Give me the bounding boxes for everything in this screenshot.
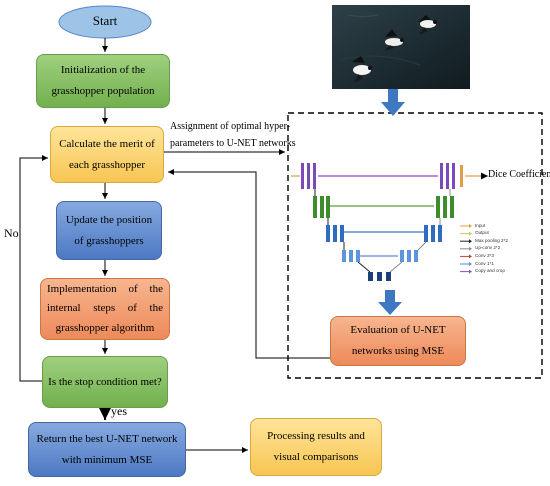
internal-box: Implementation of the internal steps of … [40,278,170,340]
unet-r2-bar-2 [443,196,447,218]
yes-label: yes [111,404,127,418]
arrow-eval-to-merit [168,169,330,359]
unet-output-bar [460,165,463,187]
legend-item-0: Input [475,222,486,228]
unet-r3-bar-2 [431,225,435,242]
arrow-no-loop [19,155,48,382]
legend-swatch-head-0 [469,224,472,228]
unet-up-2 [417,241,427,251]
unet-up-1 [389,261,403,273]
unet-l2-bar-2 [320,196,324,218]
legend-item-1: Output [475,230,489,236]
unet-pool-4 [357,261,371,273]
unet-l2-bar-1 [313,196,317,218]
no-label: No [4,226,19,240]
merit-box: Calculate the merit of each grasshopper [50,126,164,183]
unet-l1-bar-3 [313,163,316,189]
update-text: Update the position of grasshoppers [65,213,153,247]
bird-2 [384,29,404,51]
start-label: Start [92,13,118,28]
unet-l4-bar-3 [356,250,360,262]
unet-l4-bar-2 [349,250,353,262]
internal-text: Implementation of the internal steps of … [47,283,163,334]
unet-bottom-bar-1 [368,272,373,281]
unet-l1-bar-1 [301,163,304,189]
legend-swatch-head-6 [469,269,472,274]
bird-3 [352,56,372,83]
unet-r1-bar-3 [452,163,455,189]
unet-r3-bar-3 [438,225,442,242]
results-box: Processing results and visual comparison… [250,418,382,476]
best-text: Return the best U-NET network with minim… [36,432,178,466]
legend-swatch-head-1 [469,231,472,236]
unet-region [287,112,543,379]
unet-r4-bar-3 [414,250,418,262]
unet-l1-bar-2 [307,163,310,189]
unet-bottom-bar-3 [386,272,391,281]
legend-item-2: Max pooling 2*2 [475,237,508,243]
blue-down-arrow-bottom [378,290,402,315]
legend-item-3: Up-conv 2*2 [475,245,501,251]
best-box: Return the best U-NET network with minim… [28,422,186,477]
legend-swatch-head-2 [469,239,472,244]
unet-l3-bar-1 [326,225,330,242]
update-box: Update the position of grasshoppers [56,201,162,260]
stop-box: Is the stop condition met? [42,356,168,408]
legend-swatch-head-3 [469,246,472,251]
unet-diagram [291,163,488,281]
bird-photo [332,5,470,89]
unet-l3-bar-2 [333,225,337,242]
legend-item-5: Conv 1*1 [475,260,494,266]
unet-r3-bar-1 [424,225,428,242]
unet-bottom-bar-2 [377,272,382,281]
dice-label: Dice Coefficient [488,169,550,180]
unet-r1-bar-1 [440,163,443,189]
init-box: Initialization of the grasshopper popula… [36,54,170,108]
merit-text: Calculate the merit of each grasshopper [59,137,155,171]
unet-l3-bar-3 [340,225,344,242]
results-text: Processing results and visual comparison… [267,430,365,463]
unet-r1-bar-2 [446,163,449,189]
eval-text: Evaluation of U-NET networks using MSE [350,324,446,357]
legend-item-4: Conv 3*3 [475,252,494,258]
unet-r4-bar-1 [400,250,404,262]
eval-box: Evaluation of U-NET networks using MSE [330,316,466,366]
unet-l4-bar-1 [342,250,346,262]
unet-l2-bar-3 [326,196,330,218]
legend-item-6: Copy and crop [475,268,505,274]
unet-legend-swatches [460,224,472,274]
legend-swatch-head-4 [469,254,472,259]
stop-text: Is the stop condition met? [48,375,162,388]
init-text: Initialization of the grasshopper popula… [51,64,155,97]
blue-down-arrow-top [381,89,405,116]
bird-1 [418,15,437,35]
assignment-label: Assignment of optimal hyper-parameters t… [170,121,296,149]
unet-r2-bar-3 [450,196,454,218]
unet-r4-bar-2 [407,250,411,262]
unet-r2-bar-1 [436,196,440,218]
legend-swatch-head-5 [469,262,472,266]
